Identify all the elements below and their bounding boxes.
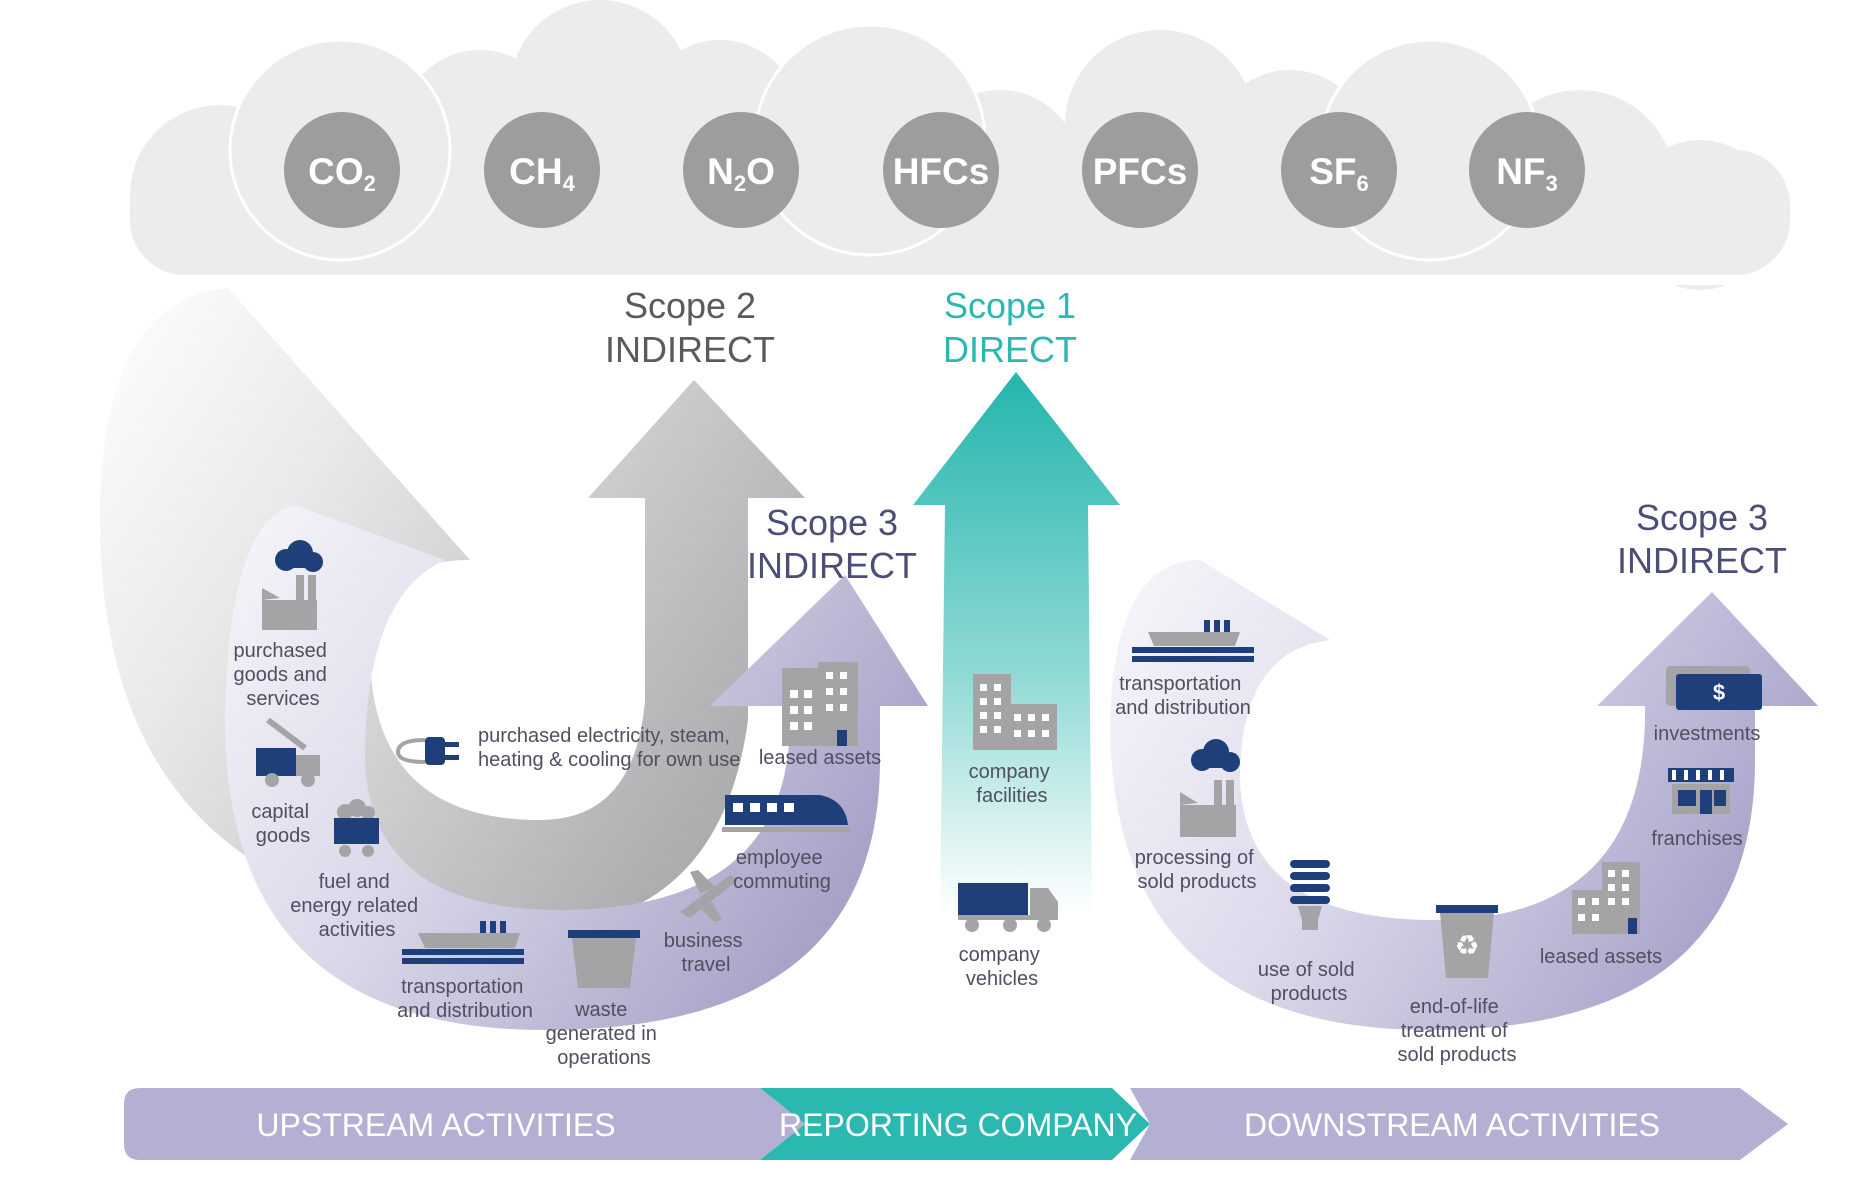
label-upstream-transportation: transportation and distribution: [397, 976, 533, 1022]
svg-text:$: $: [1713, 680, 1725, 705]
label-franchises: franchises: [1651, 828, 1742, 850]
activity-bar: UPSTREAM ACTIVITIES REPORTING COMPANY DO…: [124, 1088, 1788, 1160]
label-downstream-leased-assets: leased assets: [1540, 946, 1662, 968]
label-purchased-goods: purchased goods and services: [234, 640, 333, 710]
scope3-upstream-title: Scope 3: [766, 502, 898, 543]
scope3-downstream-arrow: [1110, 560, 1818, 1030]
label-capital-goods: capital goods: [251, 801, 314, 847]
airplane-icon: [680, 870, 738, 922]
svg-text:NF3: NF3: [1496, 151, 1558, 196]
scope2-arrow: [100, 288, 805, 930]
plug-icon: [395, 737, 459, 765]
label-employee-commuting: employee commuting: [733, 847, 831, 893]
label-company-vehicles: company vehicles: [959, 944, 1046, 990]
ship-icon: [1132, 620, 1254, 662]
svg-text:PFCs: PFCs: [1093, 151, 1188, 192]
gas-co2: CO2: [284, 112, 400, 228]
gas-nf3: NF3: [1469, 112, 1585, 228]
bar-downstream-label: DOWNSTREAM ACTIVITIES: [1244, 1107, 1660, 1143]
scope1-arrow: [913, 372, 1120, 915]
scope2-subtitle: INDIRECT: [605, 329, 775, 370]
train-icon: [722, 795, 850, 832]
scope1-title: Scope 1: [944, 285, 1076, 326]
label-end-of-life: end-of-life treatment of sold products: [1398, 996, 1517, 1066]
label-investments: investments: [1654, 723, 1761, 745]
label-purchased-electricity: purchased electricity, steam, heating & …: [478, 725, 740, 771]
factory-icon: [1180, 739, 1240, 837]
building-icon: [782, 662, 858, 746]
gas-list: CO2 CH4 N2O HFCs PFCs SF6 NF3: [284, 112, 1585, 228]
building-icon: [1572, 862, 1640, 934]
storefront-icon: [1668, 768, 1734, 814]
bar-upstream: [124, 1088, 805, 1160]
scope2-title: Scope 2: [624, 285, 756, 326]
gas-ch4: CH4: [484, 112, 600, 228]
label-upstream-leased-assets: leased assets: [759, 747, 881, 769]
scope1-subtitle: DIRECT: [943, 329, 1077, 370]
factory-icon: [262, 540, 323, 630]
label-processing: processing of sold products: [1135, 847, 1260, 893]
scope3-downstream-title: Scope 3: [1636, 497, 1768, 538]
scope3-upstream-arrow: [225, 505, 928, 1030]
bar-reporting: [760, 1088, 1150, 1160]
svg-text:CO2: CO2: [308, 151, 376, 196]
truck-icon: [958, 883, 1058, 932]
lightbulb-icon: [1290, 860, 1330, 930]
gas-sf6: SF6: [1281, 112, 1397, 228]
ship-icon: [402, 921, 524, 964]
scope3-upstream-subtitle: INDIRECT: [747, 545, 917, 586]
dumpster-icon: [568, 930, 640, 988]
svg-text:CH4: CH4: [509, 151, 575, 196]
bar-reporting-label: REPORTING COMPANY: [779, 1107, 1137, 1143]
svg-text:♻: ♻: [1454, 930, 1479, 961]
coal-cart-icon: [334, 799, 379, 857]
money-icon: $: [1666, 666, 1762, 710]
gas-hfcs: HFCs: [883, 112, 999, 228]
label-company-facilities: company facilities: [969, 761, 1056, 807]
label-business-travel: business travel: [664, 930, 749, 976]
bar-upstream-label: UPSTREAM ACTIVITIES: [256, 1107, 615, 1143]
scope3-downstream-subtitle: INDIRECT: [1617, 540, 1787, 581]
label-waste: waste generated in operations: [546, 999, 663, 1069]
gas-pfcs: PFCs: [1082, 112, 1198, 228]
label-downstream-transportation: transportation and distribution: [1115, 673, 1251, 719]
label-use-of-sold-products: use of sold products: [1258, 959, 1360, 1005]
crane-truck-icon: [256, 717, 320, 787]
svg-text:SF6: SF6: [1309, 151, 1369, 196]
recycle-bin-icon: ♻: [1436, 905, 1498, 978]
gas-n2o: N2O: [683, 112, 799, 228]
svg-text:HFCs: HFCs: [893, 151, 990, 192]
company-building-icon: [973, 674, 1057, 750]
svg-text:N2O: N2O: [707, 151, 775, 196]
bar-downstream: [1130, 1088, 1788, 1160]
label-fuel-energy: fuel and energy related activities: [290, 871, 423, 941]
